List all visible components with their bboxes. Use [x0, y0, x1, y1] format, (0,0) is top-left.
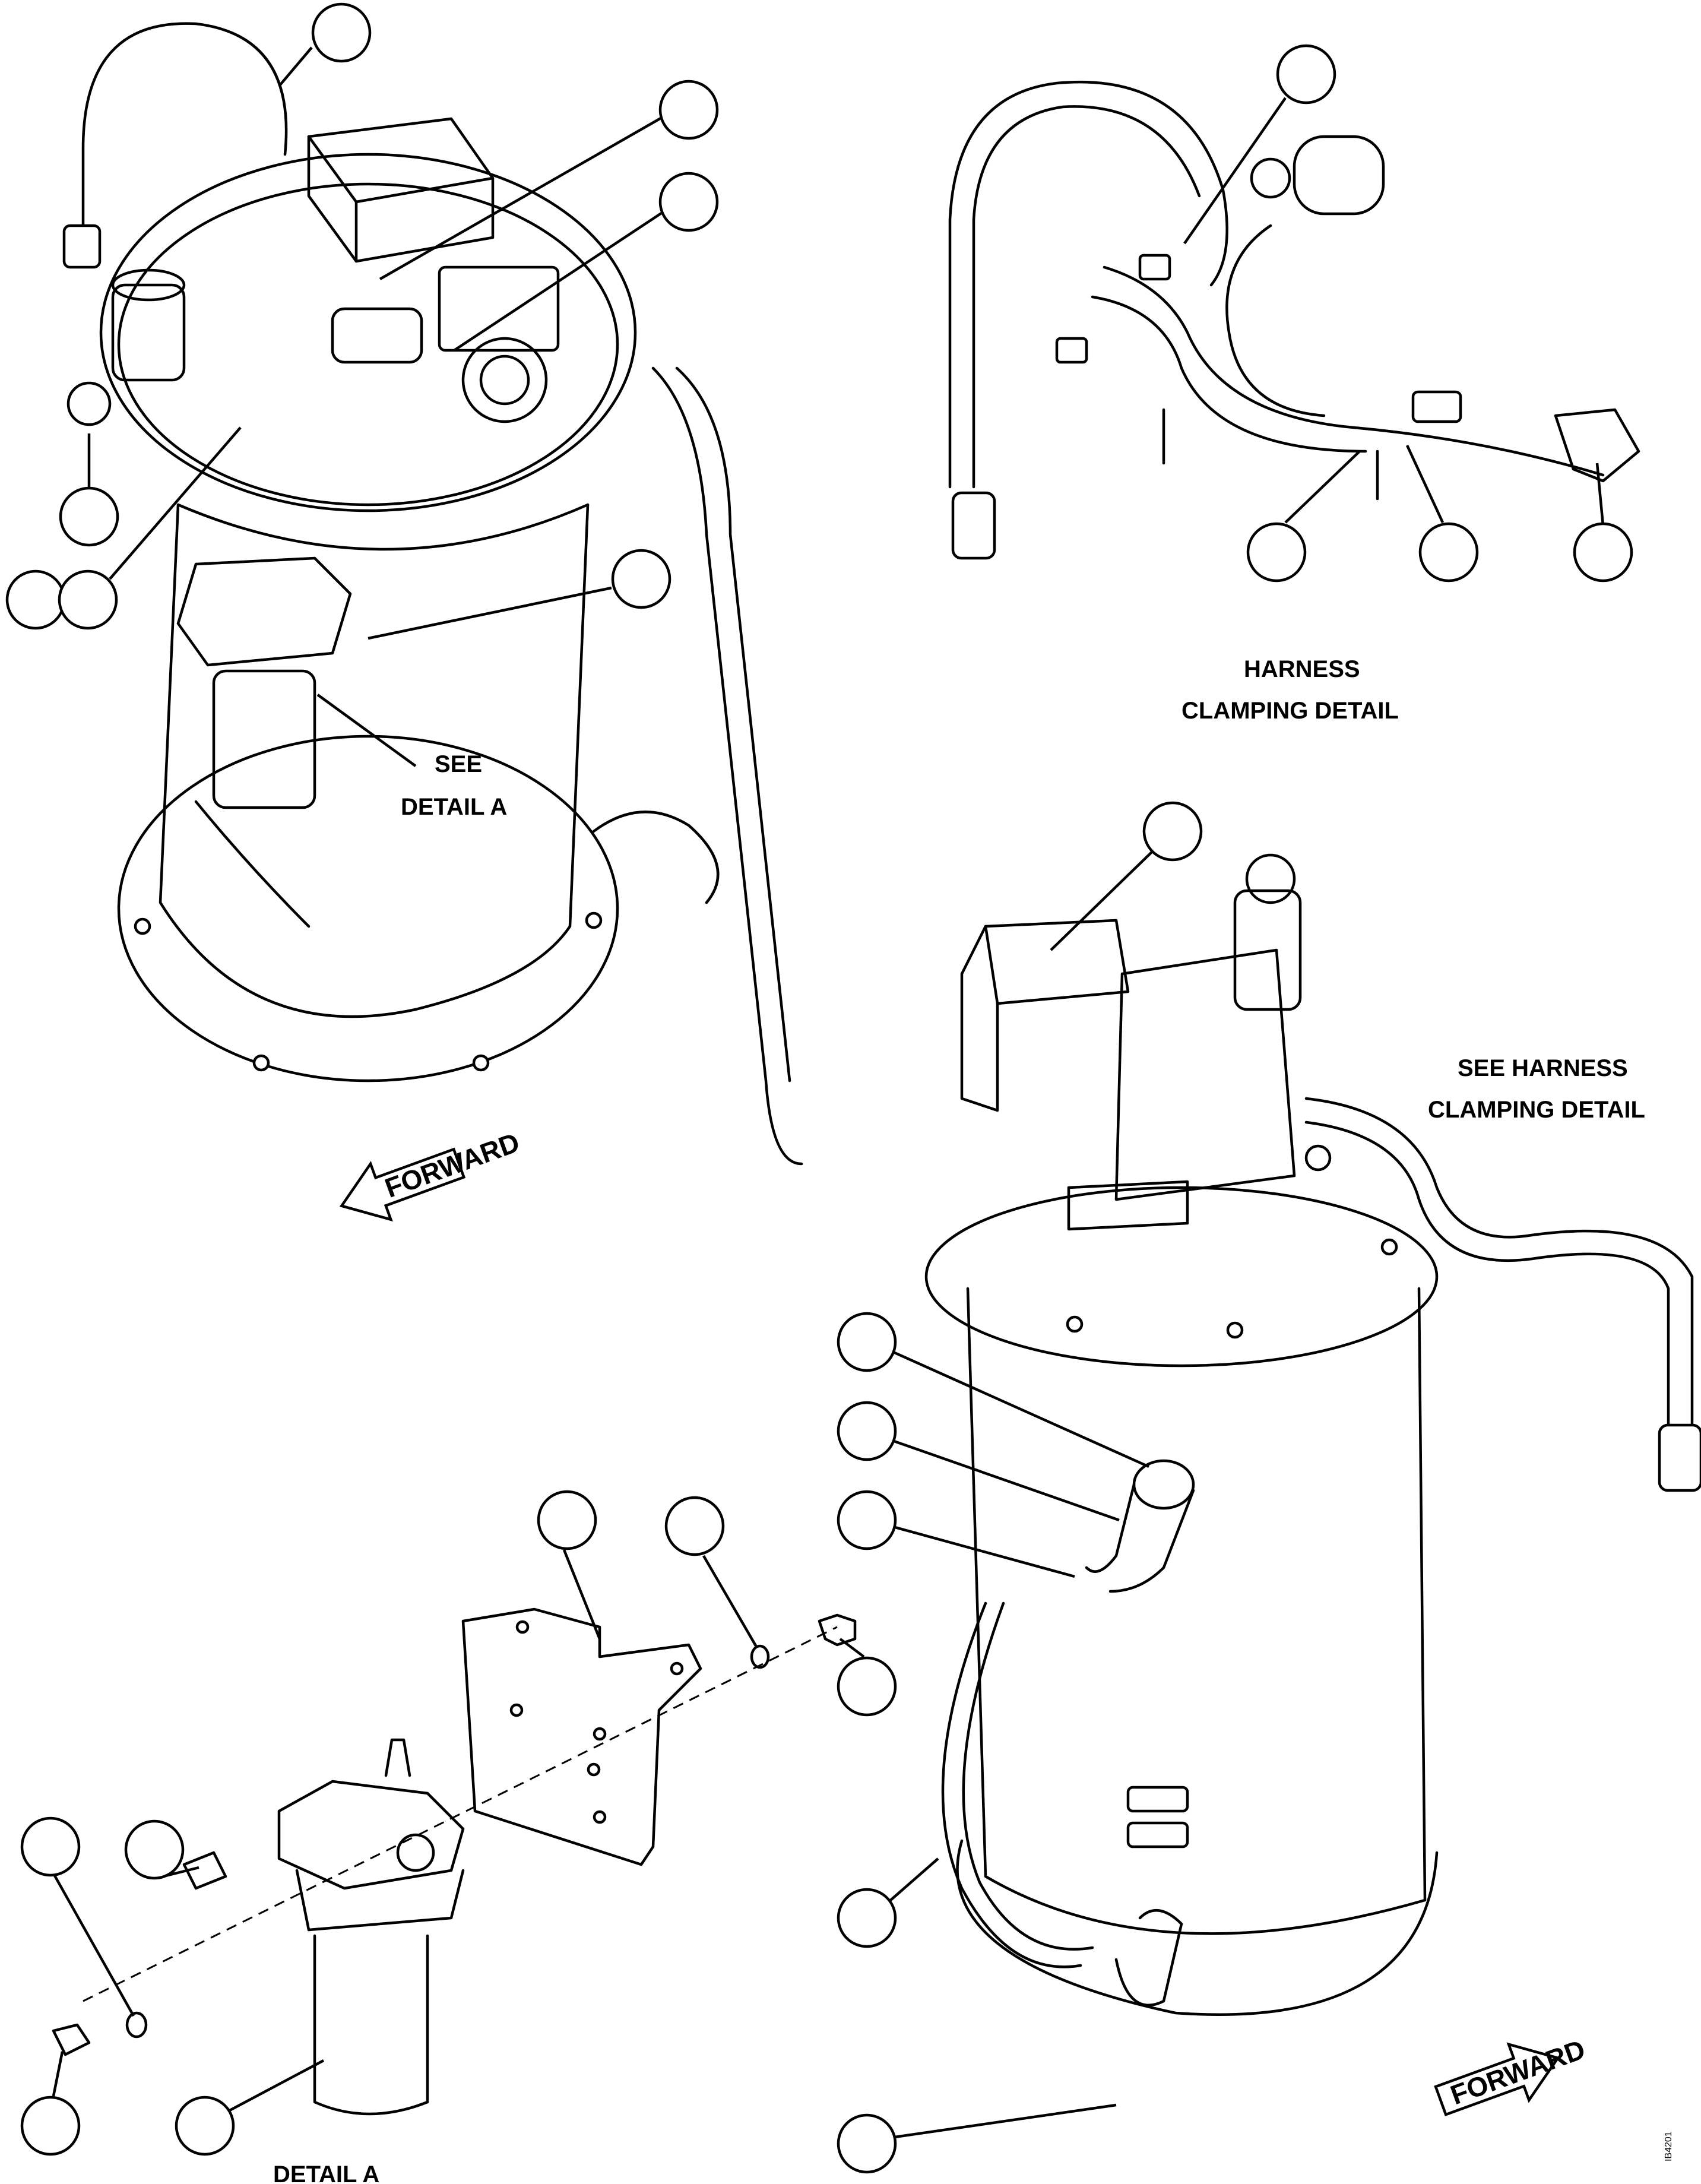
upper-left-reservoir-assembly: [62, 22, 803, 1166]
callout-balloon: [124, 1819, 185, 1880]
callout-balloon: [537, 1490, 597, 1550]
callout-balloon: [1142, 801, 1203, 862]
callout-balloon: [658, 172, 719, 232]
callout-balloon: [664, 1496, 725, 1556]
callout-balloon: [1573, 522, 1633, 583]
forward-arrow-right-label: FORWARD: [1446, 2033, 1589, 2110]
harness-title-line1: HARNESS: [1244, 656, 1360, 682]
callout-balloon: [837, 2113, 897, 2174]
detail-a-exploded-view: [52, 1607, 857, 2116]
callout-balloon: [175, 2096, 235, 2156]
callout-balloon: [20, 2096, 81, 2156]
callout-balloon: [837, 1312, 897, 1372]
forward-arrow-right: FORWARD: [1434, 2033, 1589, 2116]
lower-right-reservoir-assembly: [924, 853, 1701, 2016]
harness-title-line2: CLAMPING DETAIL: [1181, 698, 1399, 724]
callout-balloon: [1246, 522, 1307, 583]
harness-clamping-detail: [948, 80, 1640, 560]
figure-code: IB4201: [1664, 2131, 1674, 2161]
callout-balloon: [837, 1490, 897, 1550]
see-harness-line1: SEE HARNESS: [1458, 1055, 1628, 1081]
callout-balloon: [311, 2, 372, 63]
callout-balloon: [611, 549, 671, 609]
callout-balloon: [1276, 44, 1336, 105]
see-detail-a-line2: DETAIL A: [401, 794, 507, 820]
see-harness-line2: CLAMPING DETAIL: [1428, 1097, 1645, 1123]
callout-balloon: [837, 1656, 897, 1717]
callout-balloon: [1418, 522, 1479, 583]
see-detail-a-line1: SEE: [435, 751, 482, 777]
callout-balloon: [59, 486, 119, 547]
forward-arrow-left: FORWARD: [339, 1126, 524, 1222]
forward-arrow-left-label: FORWARD: [381, 1126, 523, 1204]
callout-balloon: [58, 569, 118, 630]
callout-balloon: [837, 1888, 897, 1948]
detail-a-caption: DETAIL A: [273, 2161, 379, 2184]
callout-balloon: [837, 1401, 897, 1461]
callout-balloon: [658, 80, 719, 140]
callout-balloons: [5, 2, 1633, 2174]
callout-balloon: [20, 1816, 81, 1877]
callout-balloon: [5, 569, 66, 630]
